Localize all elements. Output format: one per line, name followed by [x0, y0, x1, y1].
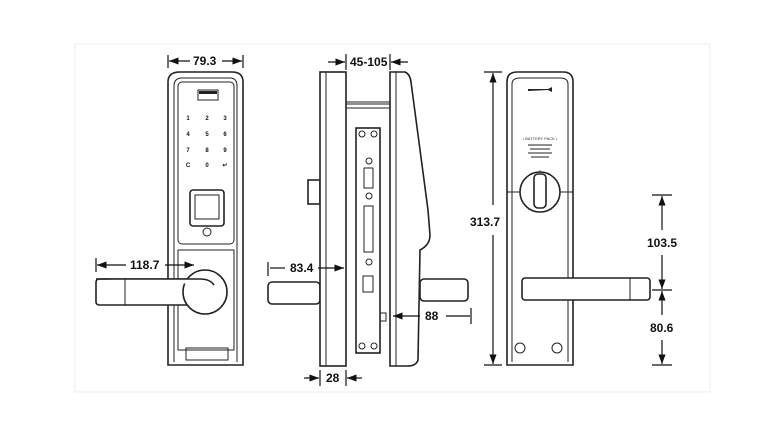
- key-2[interactable]: 2: [205, 116, 209, 122]
- dim-total-height: 313.7: [470, 215, 500, 229]
- usb-port-cover: [185, 347, 229, 361]
- key-3[interactable]: 3: [223, 116, 227, 122]
- back-view: • BATTERY PACK •: [506, 71, 651, 366]
- inner-handle-side: [419, 278, 469, 302]
- mortise-faceplate: [355, 127, 381, 354]
- dim-inner-projection: 88: [425, 309, 439, 323]
- front-view: 1 2 3 4 5 6 7 8 9 C 0 ↵: [95, 71, 244, 366]
- key-0[interactable]: 0: [205, 163, 209, 169]
- back-handle: [521, 277, 651, 301]
- keypad: 1 2 3 4 5 6 7 8 9 C 0 ↵: [186, 116, 228, 169]
- key-6[interactable]: 6: [223, 132, 227, 138]
- key-5[interactable]: 5: [205, 132, 209, 138]
- side-view: [267, 71, 469, 367]
- key-1[interactable]: 1: [186, 116, 190, 122]
- key-clear[interactable]: C: [186, 163, 191, 169]
- dim-door-thickness: 45-105: [350, 55, 388, 69]
- outer-plate-side: [319, 71, 347, 367]
- brand-logo: [197, 89, 219, 101]
- fingerprint-reader: [189, 189, 225, 227]
- back-plate: [506, 71, 574, 366]
- outer-handle-side: [267, 281, 321, 305]
- latch-bolt: [363, 205, 374, 253]
- drawing-frame: [74, 43, 711, 393]
- inner-plate-side: [389, 71, 431, 367]
- screw-icon: [514, 342, 526, 354]
- side-button: [307, 179, 321, 205]
- front-panel: [177, 81, 235, 245]
- brand-mark: [528, 87, 552, 92]
- key-enter[interactable]: ↵: [222, 163, 227, 169]
- key-8[interactable]: 8: [205, 148, 209, 154]
- dim-handle-to-bottom: 80.6: [650, 321, 674, 335]
- dim-thumbturn-to-handle: 103.5: [647, 236, 677, 250]
- front-rosette: [182, 269, 228, 315]
- thumb-turn-knob: [533, 173, 547, 209]
- key-4[interactable]: 4: [186, 132, 190, 138]
- screw-icon: [551, 342, 563, 354]
- battery-pack-label: • BATTERY PACK •: [523, 136, 558, 141]
- keyhole-icon: [202, 227, 212, 237]
- key-7[interactable]: 7: [186, 148, 190, 154]
- key-9[interactable]: 9: [223, 148, 227, 154]
- dim-plate-depth: 28: [326, 371, 340, 385]
- dim-handle-length: 118.7: [130, 258, 160, 272]
- dim-outer-projection: 83.4: [290, 261, 314, 275]
- dim-front-width: 79.3: [193, 54, 217, 68]
